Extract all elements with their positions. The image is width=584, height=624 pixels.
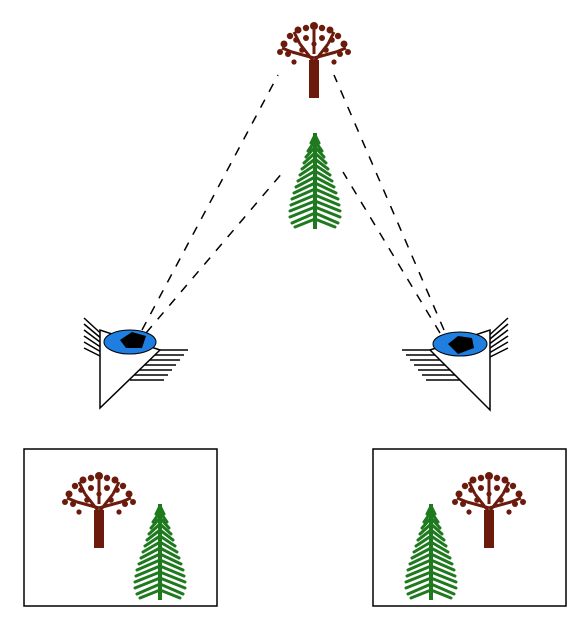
sight-lines bbox=[141, 74, 445, 334]
right-eye-icon bbox=[402, 317, 509, 412]
sight-line-right-near bbox=[342, 171, 441, 334]
left-eye-icon bbox=[83, 317, 188, 410]
deciduous-tree-icon bbox=[275, 20, 353, 100]
sight-line-right-far bbox=[333, 74, 445, 331]
right-eye-view bbox=[372, 448, 567, 607]
sight-line-left-far bbox=[141, 74, 279, 331]
conifer-tree-icon bbox=[288, 131, 342, 231]
sight-line-left-near bbox=[145, 171, 284, 334]
left-eye-view bbox=[23, 448, 218, 607]
